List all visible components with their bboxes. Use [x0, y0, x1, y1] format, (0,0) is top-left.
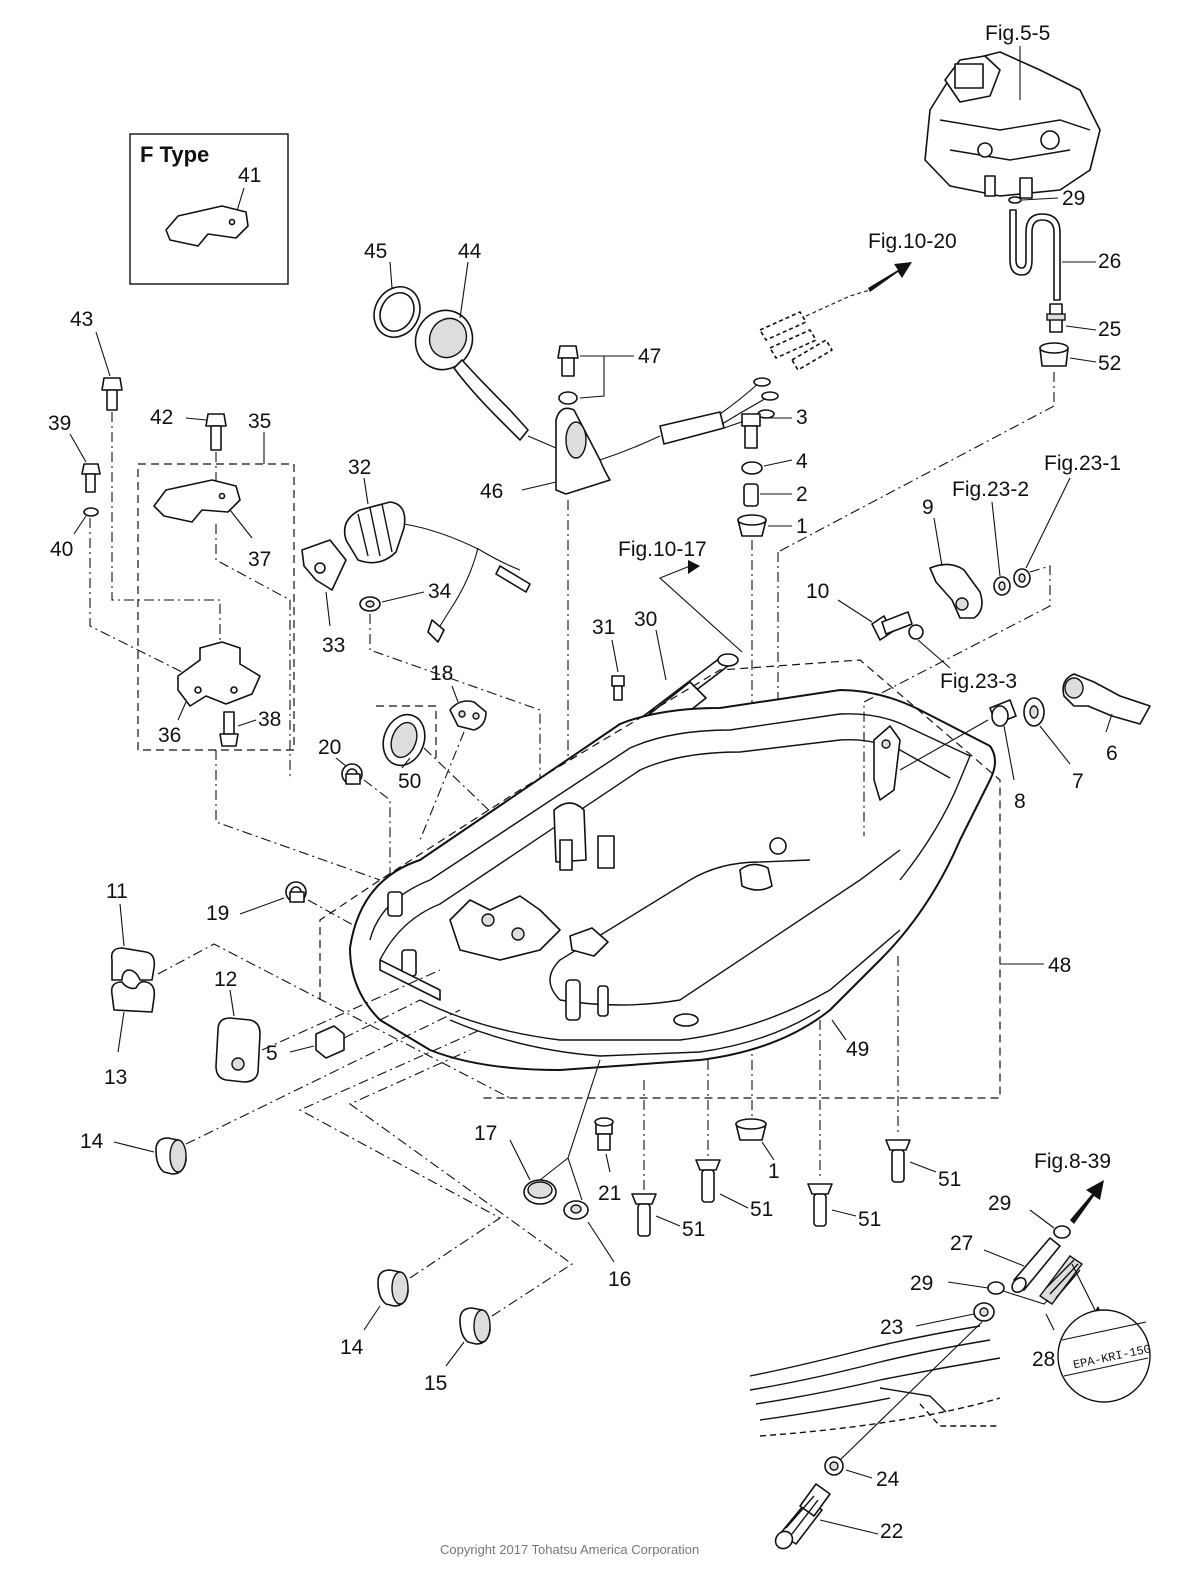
fig-23-2-ref: Fig.23-2	[952, 478, 1029, 501]
callout-38: 38	[258, 708, 281, 731]
copyright-notice: Copyright 2017 Tohatsu America Corporati…	[440, 1542, 699, 1557]
callout-51-d: 51	[938, 1168, 961, 1191]
callout-46: 46	[480, 480, 503, 503]
callout-3: 3	[796, 406, 808, 429]
grommet-11	[110, 947, 156, 981]
cover-plate-41	[165, 205, 249, 247]
arrow-icon-small	[688, 560, 700, 574]
callout-6: 6	[1106, 742, 1118, 765]
callout-9: 9	[922, 496, 934, 519]
grommet-13	[110, 980, 156, 1013]
callout-42: 42	[150, 406, 173, 429]
callout-14-bottom: 14	[340, 1336, 364, 1359]
callout-2: 2	[796, 483, 808, 506]
fig-5-5-ref: Fig.5-5	[985, 22, 1050, 45]
callout-33: 33	[322, 634, 345, 657]
fig-10-17-ref: Fig.10-17	[618, 538, 707, 561]
arrow-icon-bottom	[1070, 1180, 1104, 1224]
callout-1-bottom: 1	[768, 1160, 780, 1183]
cam-9	[929, 563, 983, 619]
ftype-part-label: 41	[238, 164, 261, 187]
fig-10-20-ref: Fig.10-20	[868, 230, 957, 253]
callout-18: 18	[430, 662, 453, 685]
callout-7: 7	[1072, 770, 1084, 793]
callout-23: 23	[880, 1316, 903, 1339]
callout-17: 17	[474, 1122, 497, 1145]
water-hose-26	[1009, 209, 1061, 301]
callout-47: 47	[638, 345, 661, 368]
callout-52: 52	[1098, 352, 1121, 375]
callout-24: 24	[876, 1468, 900, 1491]
callout-21: 21	[598, 1182, 621, 1205]
callout-29-low: 29	[910, 1272, 933, 1295]
callout-4: 4	[796, 450, 808, 473]
bottom-cowl-49	[349, 689, 996, 1071]
callout-12: 12	[214, 968, 237, 991]
callout-49: 49	[846, 1038, 869, 1061]
callout-51-a: 51	[682, 1218, 705, 1241]
fig-23-1-ref: Fig.23-1	[1044, 452, 1121, 475]
callout-31: 31	[592, 616, 615, 639]
callout-20: 20	[318, 736, 341, 759]
harness-connectors	[759, 289, 871, 371]
callout-10: 10	[806, 580, 829, 603]
callout-36: 36	[158, 724, 181, 747]
callout-19: 19	[206, 902, 229, 925]
cover-37	[153, 479, 241, 523]
callout-39: 39	[48, 412, 71, 435]
callout-30: 30	[634, 608, 657, 631]
filter-28	[1038, 1255, 1084, 1305]
callout-8: 8	[1014, 790, 1026, 813]
fig-8-39-ref: Fig.8-39	[1034, 1150, 1111, 1173]
callout-35: 35	[248, 410, 271, 433]
engine-block	[924, 51, 1101, 199]
callout-40: 40	[50, 538, 73, 561]
callout-14-left: 14	[80, 1130, 104, 1153]
arrow-icon	[868, 262, 912, 292]
callout-11: 11	[106, 880, 128, 903]
callout-29-top: 29	[1062, 187, 1085, 210]
callout-51-c: 51	[858, 1208, 881, 1231]
callout-27: 27	[950, 1232, 973, 1255]
callout-45: 45	[364, 240, 387, 263]
callout-37: 37	[248, 548, 271, 571]
epa-stamp: EPA-KRI-15G	[1057, 1309, 1152, 1403]
callout-51-b: 51	[750, 1198, 773, 1221]
callout-28: 28	[1032, 1348, 1055, 1371]
callout-1-top: 1	[796, 515, 808, 538]
callout-22: 22	[880, 1520, 903, 1543]
cowl-section-sketch	[749, 1325, 1001, 1437]
plate-12	[215, 1017, 261, 1083]
callout-44: 44	[458, 240, 482, 263]
callout-29-mid: 29	[988, 1192, 1011, 1215]
callout-13: 13	[104, 1066, 127, 1089]
ftype-title: F Type	[140, 142, 209, 167]
callout-16: 16	[608, 1268, 631, 1291]
screws-51	[631, 956, 937, 1237]
callout-15: 15	[424, 1372, 447, 1395]
fig-23-3-ref: Fig.23-3	[940, 670, 1017, 693]
callout-43: 43	[70, 308, 93, 331]
callout-48: 48	[1048, 954, 1071, 977]
ftype-inset: F Type 41	[129, 133, 289, 285]
lever-6	[1062, 673, 1151, 725]
callout-25: 25	[1098, 318, 1121, 341]
callout-32: 32	[348, 456, 371, 479]
callout-5: 5	[266, 1042, 278, 1065]
callout-34: 34	[428, 580, 452, 603]
bracket-36	[177, 641, 261, 707]
callout-26: 26	[1098, 250, 1121, 273]
callout-50: 50	[398, 770, 421, 793]
